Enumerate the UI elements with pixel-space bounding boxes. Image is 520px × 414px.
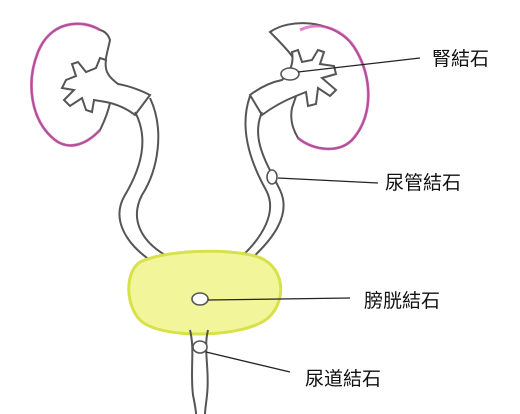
kidney-stone xyxy=(281,68,299,80)
bladder-stone xyxy=(192,293,208,305)
left-kidney xyxy=(31,24,150,146)
ureteral-stone-label: 尿管結石 xyxy=(385,174,461,193)
bladder-outline xyxy=(129,251,281,334)
urethral-stone xyxy=(193,341,207,353)
bladder-stone-label: 膀胱結石 xyxy=(364,292,440,311)
urethral-stone-leader xyxy=(206,352,290,372)
bladder xyxy=(129,251,281,334)
right-kidney xyxy=(250,23,368,149)
ureteral-stone xyxy=(267,170,277,184)
ureteral-stone-leader xyxy=(278,178,378,183)
urethral-stone-label: 尿道結石 xyxy=(305,370,381,389)
left-ureter xyxy=(119,98,165,260)
kidney-stone-label: 腎結石 xyxy=(432,50,489,69)
